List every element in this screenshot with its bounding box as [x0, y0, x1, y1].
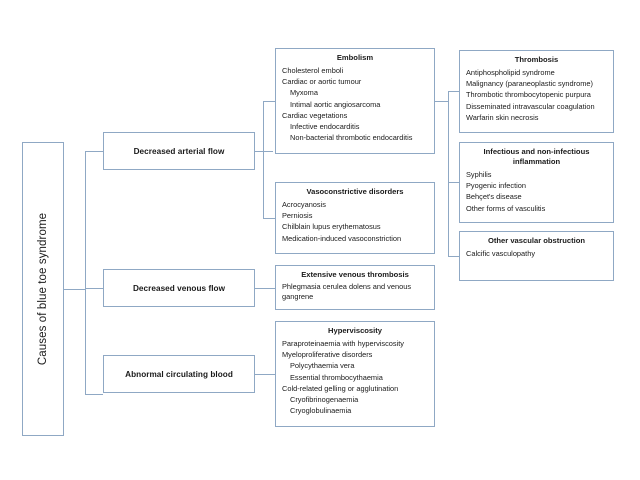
list-item: Myeloproliferative disorders [282, 350, 373, 360]
list-item: Acrocyanosis [282, 200, 326, 209]
branch-label: Decreased arterial flow [133, 146, 225, 156]
group-node-other-vascular-obstruction: Other vascular obstruction Calcific vasc… [459, 231, 614, 281]
connector-embolism-to-thrombosis [448, 91, 459, 92]
list-item: Perniosis [282, 211, 313, 221]
connector-root-stem [64, 289, 85, 290]
list-item: Infective endocarditis [290, 122, 360, 132]
connector-arterial-to-embolism [263, 101, 275, 102]
list-item: Antiphospholipid syndrome [466, 68, 555, 77]
connector-venous-to-extensive [255, 288, 275, 289]
group-node-extensive-venous-thrombosis: Extensive venous thrombosis Phlegmasia c… [275, 265, 435, 310]
connector-arterial-trunk [263, 101, 264, 218]
group-node-thrombosis: Thrombosis Antiphospholipid syndrome Mal… [459, 50, 614, 133]
list-item: Chilblain lupus erythematosus [282, 222, 381, 232]
branch-label: Abnormal circulating blood [125, 369, 233, 379]
list-item: Thrombotic thrombocytopenic purpura [466, 90, 591, 100]
root-node-causes-of-blue-toe-syndrome: Causes of blue toe syndrome [22, 142, 64, 436]
connector-arterial-to-vasoconstrictive [263, 218, 275, 219]
list-item: Essential thrombocythaemia [290, 372, 383, 382]
list-item: Non-bacterial thrombotic endocarditis [290, 133, 413, 143]
group-item-list: Phlegmasia cerulea dolens and venous gan… [276, 282, 434, 303]
list-item: Cardiac vegetations [282, 110, 348, 120]
group-node-vasoconstrictive-disorders: Vasoconstrictive disorders Acrocyanosis … [275, 182, 435, 254]
list-item: Behçet's disease [466, 192, 522, 202]
list-item: Calcific vasculopathy [466, 249, 536, 258]
connector-root-to-blood [85, 394, 103, 395]
group-item-list: Syphilis Pyogenic infection Behçet's dis… [460, 169, 613, 214]
branch-node-abnormal-circulating-blood: Abnormal circulating blood [103, 355, 255, 393]
list-item: Cryoglobulinaemia [290, 406, 352, 416]
connector-root-trunk [85, 151, 86, 394]
branch-label: Decreased venous flow [132, 283, 226, 293]
list-item: Pyogenic infection [466, 181, 526, 191]
group-item-list: Antiphospholipid syndrome Malignancy (pa… [460, 67, 613, 123]
group-title: Embolism [336, 53, 374, 62]
group-title: Extensive venous thrombosis [301, 270, 409, 279]
connector-embolism-to-infectious [448, 182, 459, 183]
connector-embolism-trunk [448, 91, 449, 256]
list-item: Warfarin skin necrosis [466, 112, 539, 122]
list-item: Polycythaemia vera [290, 361, 355, 371]
branch-node-decreased-arterial-flow: Decreased arterial flow [103, 132, 255, 170]
group-title: Thrombosis [514, 55, 559, 64]
group-item-list: Cholesterol emboli Cardiac or aortic tum… [276, 65, 434, 143]
list-item: Paraproteinaemia with hyperviscosity [282, 339, 404, 348]
group-node-infectious-and-non-infectious-inflammation: Infectious and non-infectious inflammati… [459, 142, 614, 223]
root-node-label: Causes of blue toe syndrome [37, 212, 49, 366]
connector-root-to-venous [85, 288, 103, 289]
group-title: Other vascular obstruction [487, 236, 586, 245]
list-item: Medication-induced vasoconstriction [282, 233, 402, 243]
list-item: Cryofibrinogenaemia [290, 395, 359, 405]
list-item: Other forms of vasculitis [466, 203, 546, 213]
group-item-list: Paraproteinaemia with hyperviscosity Mye… [276, 338, 434, 416]
list-item: Disseminated intravascular coagulation [466, 101, 595, 111]
list-item: Malignancy (paraneoplastic syndrome) [466, 79, 593, 89]
connector-embolism-to-other-vascular [448, 256, 459, 257]
group-item-list: Calcific vasculopathy [460, 248, 613, 259]
group-title: Vasoconstrictive disorders [306, 187, 404, 196]
group-title: Hyperviscosity [327, 326, 383, 335]
list-item: Syphilis [466, 170, 492, 179]
branch-node-decreased-venous-flow: Decreased venous flow [103, 269, 255, 307]
connector-blood-to-hyperviscosity [255, 374, 275, 375]
group-item-list: Acrocyanosis Perniosis Chilblain lupus e… [276, 199, 434, 244]
list-item: Cardiac or aortic tumour [282, 77, 362, 87]
connector-root-to-arterial [85, 151, 103, 152]
connector-embolism-stem [435, 101, 448, 102]
list-item: Phlegmasia cerulea dolens and venous gan… [282, 282, 412, 302]
list-item: Cholesterol emboli [282, 66, 344, 75]
group-node-embolism: Embolism Cholesterol emboli Cardiac or a… [275, 48, 435, 154]
group-node-hyperviscosity: Hyperviscosity Paraproteinaemia with hyp… [275, 321, 435, 427]
group-title: Infectious and non-infectious inflammati… [483, 147, 590, 166]
list-item: Intimal aortic angiosarcoma [290, 99, 381, 109]
connector-arterial-stem [255, 151, 273, 152]
list-item: Cold-related gelling or agglutination [282, 383, 399, 393]
list-item: Myxoma [290, 88, 318, 98]
